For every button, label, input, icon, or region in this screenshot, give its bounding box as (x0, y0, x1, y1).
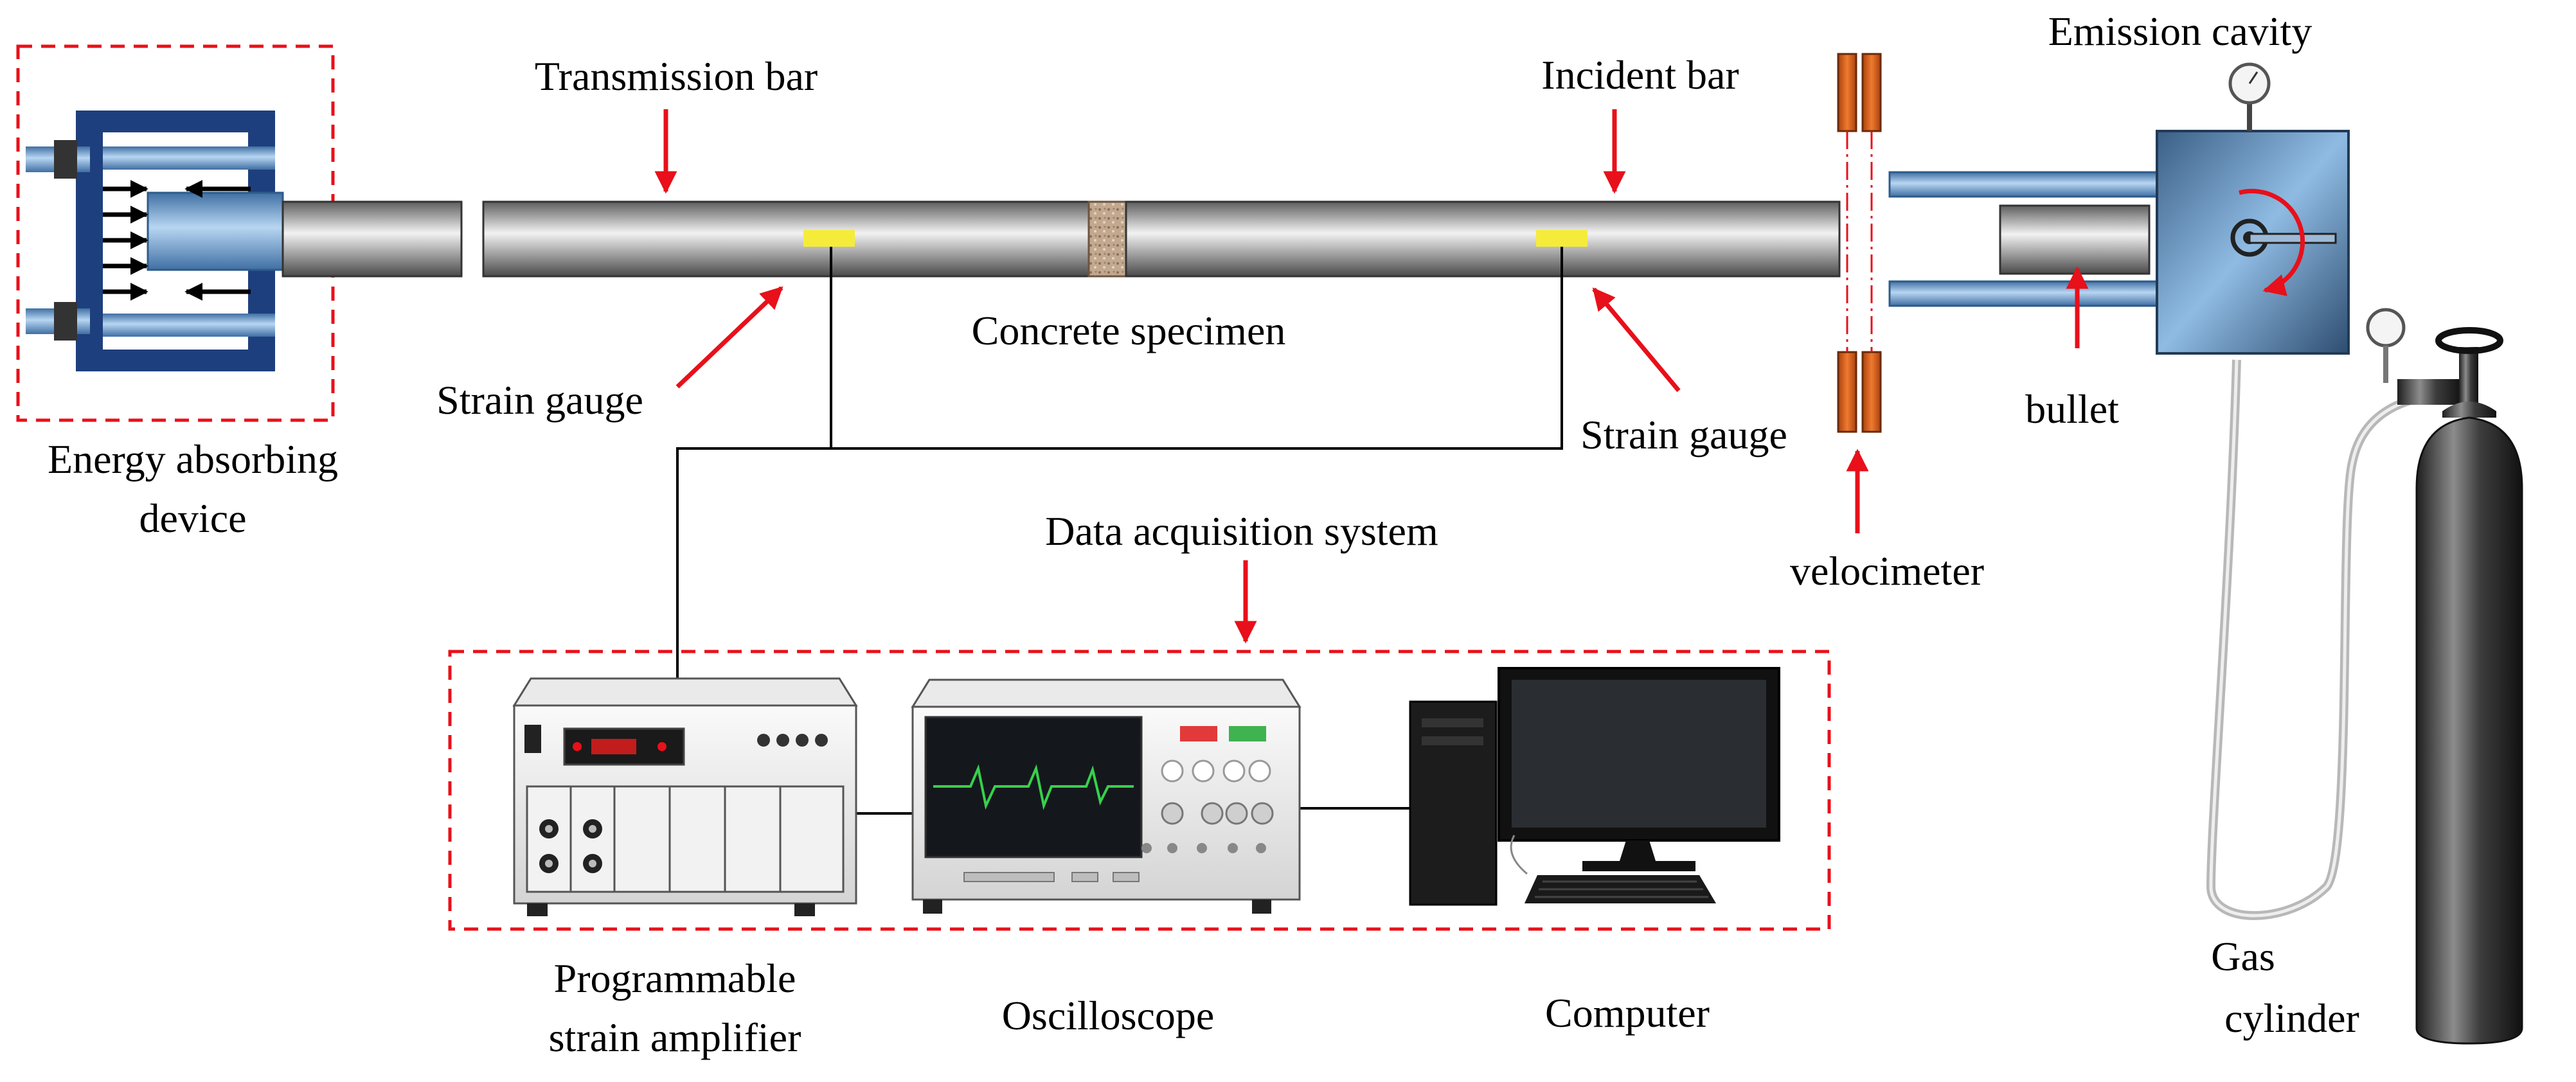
cylinder-pressure-gauge (2366, 308, 2406, 348)
concrete-specimen-label: Concrete specimen (972, 308, 1286, 353)
energy-absorbing-label-line2: device (139, 495, 247, 541)
gas-cylinder-label-line1: Gas (2211, 934, 2275, 979)
computer-tower (1409, 700, 1498, 906)
energy-absorbing-device (16, 44, 463, 422)
concrete-specimen (1087, 200, 1127, 278)
cylinder-valve-wheel (2435, 327, 2503, 354)
velocimeter-label: velocimeter (1790, 548, 1984, 594)
transmission-bar (482, 200, 1096, 278)
oscilloscope (911, 678, 1301, 914)
absorber-piston (147, 191, 284, 271)
bullet (1999, 204, 2151, 275)
signal-wiring (676, 247, 1563, 815)
data-acquisition-label: Data acquisition system (1045, 508, 1438, 554)
gas-cylinder-label-line2: cylinder (2224, 995, 2359, 1041)
emission-cavity (1888, 62, 2350, 355)
gas-cylinder (2206, 308, 2523, 1045)
bullet-label: bullet (2025, 386, 2119, 432)
incident-bar-label: Incident bar (1541, 52, 1739, 98)
computer-label: Computer (1545, 990, 1710, 1036)
strain-amplifier (512, 677, 858, 916)
amplifier-label-line2: strain amplifier (549, 1015, 801, 1060)
strain-gauge-right (1536, 230, 1588, 247)
emission-cavity-label: Emission cavity (2048, 8, 2312, 54)
velocimeter (1837, 53, 1882, 433)
data-acquisition-dashed-box (448, 650, 1831, 931)
strain-gauge-right-label: Strain gauge (1580, 412, 1787, 457)
strain-gauge-left (803, 230, 855, 247)
oscilloscope-label: Oscilloscope (1002, 993, 1215, 1038)
strain-gauge-right-arrow (1592, 287, 1681, 393)
strain-gauge-left-label: Strain gauge (436, 377, 643, 423)
transmission-bar-label: Transmission bar (535, 53, 818, 99)
strain-gauge-left-arrow (675, 286, 783, 389)
computer (1409, 667, 1780, 906)
energy-absorbing-label-line1: Energy absorbing (48, 436, 338, 482)
amplifier-label-line1: Programmable (554, 955, 796, 1001)
incident-bar (1125, 200, 1841, 278)
absorber-output-bar (282, 200, 463, 278)
energy-absorbing-dashed-box (16, 44, 335, 422)
